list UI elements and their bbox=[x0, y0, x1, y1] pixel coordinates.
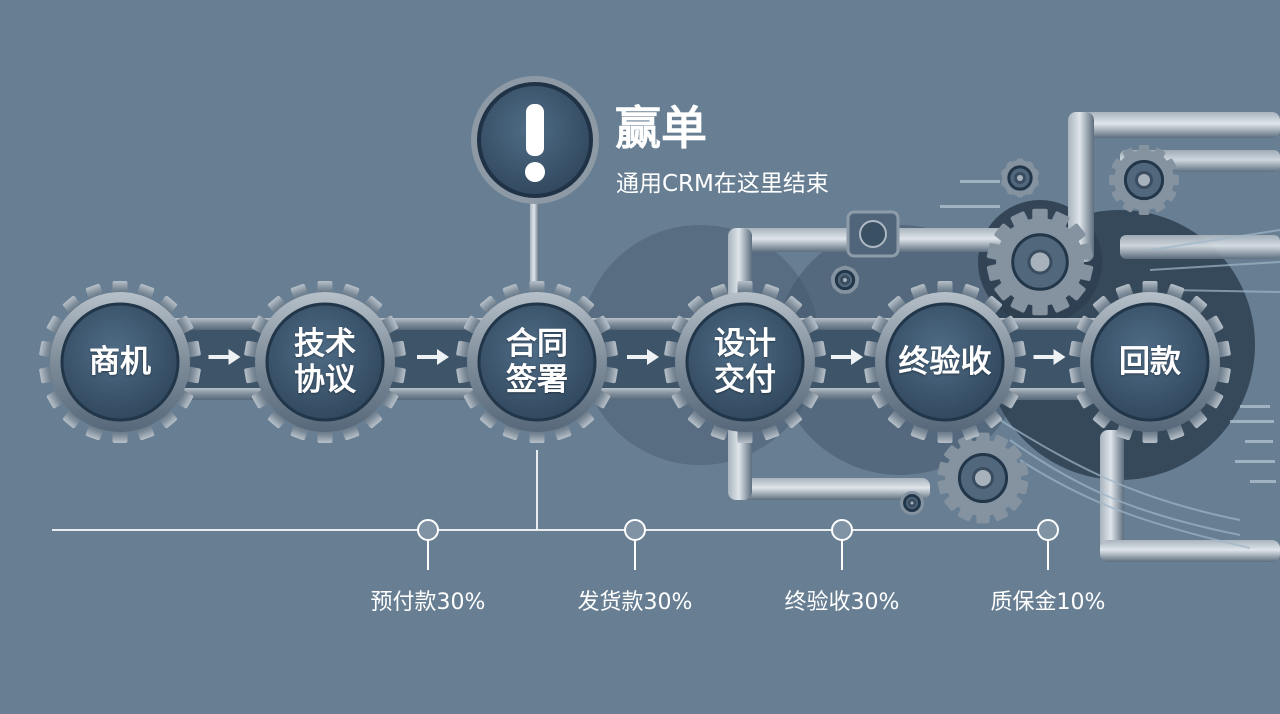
machinery-background bbox=[580, 112, 1280, 562]
gear-icon bbox=[244, 281, 406, 443]
gear-icon bbox=[986, 208, 1094, 316]
timeline-marker bbox=[831, 519, 853, 570]
gear-icon bbox=[39, 281, 201, 443]
gear-icon bbox=[1069, 281, 1231, 443]
timeline-marker bbox=[1037, 519, 1059, 570]
gear-icon bbox=[664, 281, 826, 443]
gear-icon bbox=[1001, 158, 1039, 198]
gear-icon bbox=[937, 432, 1029, 524]
alert-sign bbox=[471, 76, 599, 282]
right-arrow-icon bbox=[1033, 349, 1066, 365]
right-arrow-icon bbox=[627, 349, 659, 365]
right-arrow-icon bbox=[417, 349, 449, 365]
gear-icon bbox=[830, 265, 860, 294]
gear-icon bbox=[864, 281, 1026, 443]
timeline-marker bbox=[417, 519, 439, 570]
payment-timeline bbox=[52, 450, 1050, 531]
exclamation-icon bbox=[525, 104, 545, 182]
right-arrow-icon bbox=[831, 349, 863, 365]
right-arrow-icon bbox=[208, 349, 241, 365]
gear-icon bbox=[900, 491, 924, 515]
gear-icon bbox=[456, 281, 618, 443]
gear-icon bbox=[1109, 145, 1179, 215]
timeline-marker bbox=[624, 519, 646, 570]
